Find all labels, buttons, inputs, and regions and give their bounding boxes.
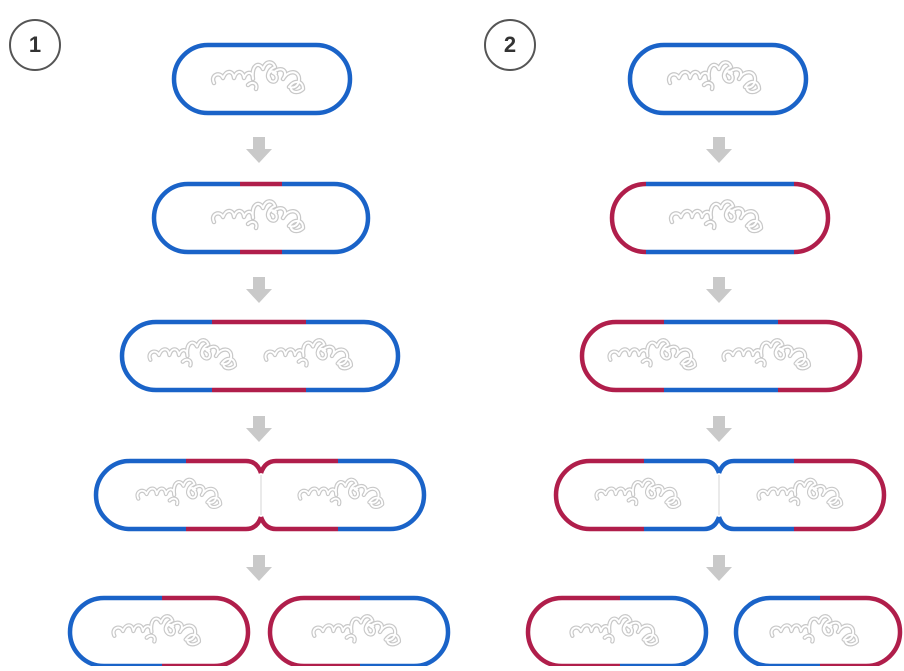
chromosome xyxy=(666,60,762,95)
cell-wall-left-cap xyxy=(67,595,105,669)
right-lobe-cap xyxy=(849,458,887,532)
panel-1-arrow-4 xyxy=(246,555,272,581)
cell-wall-right-cap xyxy=(213,595,251,669)
cell-wall-right-cap xyxy=(333,181,371,255)
chromosome xyxy=(135,477,223,510)
left-lobe-pinch-top xyxy=(245,458,264,474)
panel-1-arrow-1 xyxy=(246,137,272,163)
cell-wall-left-cap xyxy=(733,595,771,669)
right-lobe-pinch-bottom xyxy=(716,516,735,532)
chromosome xyxy=(594,477,682,510)
dna-strand-core xyxy=(608,339,696,370)
panel-2-arrow-2 xyxy=(706,277,732,303)
panel-1-cell-stage-3 xyxy=(119,319,401,393)
panel-1-arrow-2 xyxy=(246,277,272,303)
cell-wall-right-cap xyxy=(793,181,831,255)
panel-2-arrow-4 xyxy=(706,555,732,581)
dna-strand-core xyxy=(757,478,843,508)
dna-strand-core xyxy=(136,478,222,508)
panel-2-cell-stage-2 xyxy=(609,181,831,255)
chromosome xyxy=(607,338,698,371)
cell-wall-left-cap xyxy=(609,181,647,255)
cell-wall-left-cap xyxy=(151,181,189,255)
right-lobe-pinch-top xyxy=(258,458,277,474)
panel-1-number-badge: 1 xyxy=(9,19,61,71)
chromosome xyxy=(756,477,844,510)
cell-wall-right-cap xyxy=(363,319,401,393)
panel-1-daughter-left xyxy=(67,595,251,669)
cell-wall-right-cap xyxy=(771,42,809,116)
chromosome xyxy=(210,60,306,95)
panel-2-number-badge: 2 xyxy=(484,19,536,71)
dna-strand-core xyxy=(595,478,681,508)
chromosome xyxy=(147,338,238,371)
panel-2-cell-stage-4 xyxy=(553,458,887,532)
panel-2-cell-stage-3 xyxy=(579,319,863,393)
dna-strand-core xyxy=(770,615,858,646)
chromosome xyxy=(111,614,202,647)
dna-strand-core xyxy=(264,339,352,370)
panel-2-arrow-1 xyxy=(706,137,732,163)
cell-wall-left-cap xyxy=(627,42,665,116)
cell-wall-right-cap xyxy=(865,595,903,669)
chromosome xyxy=(297,477,385,510)
panel-1-daughter-right xyxy=(267,595,451,669)
panel-1-arrow-3 xyxy=(246,416,272,442)
chromosome xyxy=(769,614,860,647)
dna-strand-core xyxy=(312,615,400,646)
cell-wall-left-cap xyxy=(171,42,209,116)
chromosome xyxy=(721,338,812,371)
chromosome xyxy=(311,614,402,647)
right-lobe-cap xyxy=(389,458,427,532)
right-lobe-pinch-bottom xyxy=(258,516,277,532)
cell-wall-left-cap xyxy=(267,595,305,669)
panel-2-daughter-left xyxy=(525,595,709,669)
panel-1-cell-stage-1 xyxy=(171,42,353,116)
dna-strand-core xyxy=(570,615,658,646)
dna-strand-core xyxy=(212,200,304,232)
chromosome xyxy=(668,199,764,234)
chromosome xyxy=(569,614,660,647)
panel-2-cell-stage-1 xyxy=(627,42,809,116)
chromosome xyxy=(210,199,306,234)
left-lobe-cap xyxy=(93,458,131,532)
right-lobe-pinch-top xyxy=(716,458,735,474)
cell-wall-left-cap xyxy=(525,595,563,669)
chromosome xyxy=(263,338,354,371)
cell-wall-left-cap xyxy=(579,319,617,393)
cell-wall-right-cap xyxy=(671,595,709,669)
dna-strand-core xyxy=(112,615,200,646)
dna-strand-core xyxy=(298,478,384,508)
cell-wall-right-cap xyxy=(825,319,863,393)
panel-1-cell-stage-4 xyxy=(93,458,427,532)
panel-2-daughter-right xyxy=(733,595,903,669)
dna-strand-core xyxy=(148,339,236,370)
cell-wall-right-cap xyxy=(413,595,451,669)
cell-wall-right-cap xyxy=(315,42,353,116)
panel-2-arrow-3 xyxy=(706,416,732,442)
dna-strand-core xyxy=(722,339,810,370)
panel-1-cell-stage-2 xyxy=(151,181,371,255)
cell-wall-left-cap xyxy=(119,319,157,393)
left-lobe-pinch-bottom xyxy=(703,516,722,532)
dna-strand-core xyxy=(670,200,762,232)
dna-strand-core xyxy=(668,61,760,93)
left-lobe-pinch-top xyxy=(703,458,722,474)
left-lobe-pinch-bottom xyxy=(245,516,264,532)
dna-strand-core xyxy=(212,61,304,93)
left-lobe-cap xyxy=(553,458,591,532)
